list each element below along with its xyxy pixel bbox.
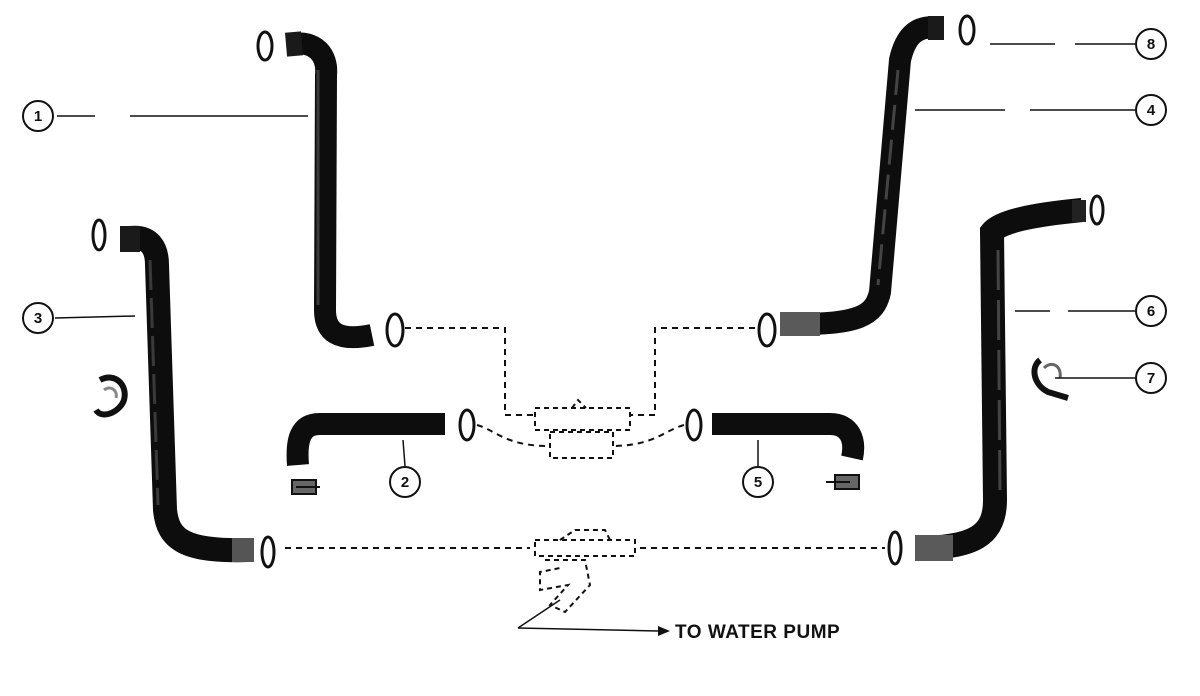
loose-clamp [93, 374, 128, 418]
callout-label: 4 [1147, 102, 1156, 119]
hose-3 [120, 225, 254, 563]
callout-label: 7 [1147, 370, 1155, 387]
tee-fitting [534, 398, 631, 459]
clamp [91, 14, 1105, 569]
callout-label: 6 [1147, 303, 1155, 320]
callout-2: 2 [389, 466, 421, 498]
hose-1 [284, 31, 375, 349]
callout-4: 4 [1135, 94, 1167, 126]
callout-1: 1 [22, 100, 54, 132]
callout-label: 1 [34, 108, 42, 125]
callout-3: 3 [22, 302, 54, 334]
callout-7: 7 [1135, 362, 1167, 394]
callout-label: 5 [754, 474, 762, 491]
callout-label: 3 [34, 310, 42, 327]
hose-2 [286, 413, 445, 466]
small-clamp [291, 474, 860, 495]
callout-6: 6 [1135, 295, 1167, 327]
leader-lines [54, 43, 1135, 632]
clamp-7 [1031, 357, 1069, 401]
dashed-connections [285, 327, 885, 549]
hose-5 [712, 413, 865, 461]
arrow-head [658, 626, 670, 636]
lower-tee-fitting [534, 529, 636, 614]
hose-4 [780, 16, 944, 336]
callout-label: 2 [401, 474, 409, 491]
callout-label: 8 [1147, 36, 1155, 53]
water-pump-caption: TO WATER PUMP [675, 622, 840, 643]
hose-6 [914, 198, 1086, 561]
callout-8: 8 [1135, 28, 1167, 60]
callout-5: 5 [742, 466, 774, 498]
